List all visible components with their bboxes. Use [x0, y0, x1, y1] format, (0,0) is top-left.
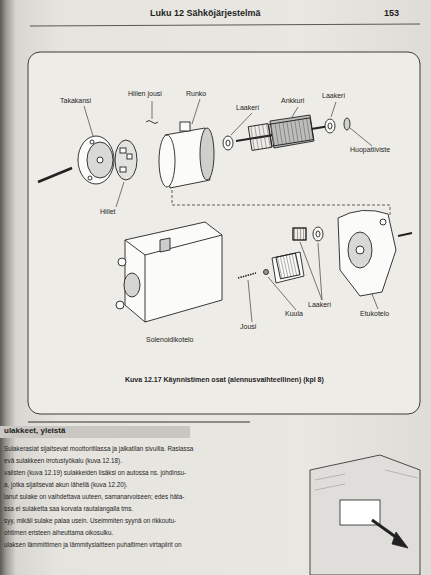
- body-text: valisten (kuva 12.19) sulakkeiden lisäks…: [4, 470, 186, 477]
- fuse-puller-illustration: [310, 455, 420, 575]
- part-label: Laakeri: [236, 104, 259, 112]
- page-header: Luku 12 Sähköjärjestelmä: [150, 9, 261, 19]
- part-label: Hiilen jousi: [128, 90, 162, 98]
- part-label: Laakeri: [308, 301, 331, 309]
- figure-caption: Kuva 12.17 Käynnistimen osat (alennusvai…: [125, 376, 324, 384]
- part-label: Jousi: [240, 323, 256, 331]
- part-label: Huopatiiviste: [350, 146, 390, 154]
- part-label: Ankkuri: [281, 97, 304, 105]
- leader-lines: [84, 99, 378, 322]
- part-label: Kuula: [285, 310, 303, 318]
- body-text: syy, mikäli sulake palaa usein. Useimmit…: [4, 518, 176, 525]
- starter-parts: [38, 115, 412, 322]
- body-text: evä sulakkeen irrotustyökalu (kuva 12.18…: [4, 458, 122, 465]
- body-text: ohtimen eristeen aiheuttama oikosulku.: [4, 530, 113, 537]
- part-label: Solenoidikotelo: [146, 336, 193, 344]
- body-text: ssa ei sulaketta saa korvata rautalangal…: [4, 506, 133, 513]
- part-label: Laakeri: [322, 92, 345, 100]
- part-label: Takakansi: [60, 97, 91, 105]
- page-header: 153: [384, 9, 399, 19]
- body-text: ulaksen lämmittimen ja lämmityslaitteen …: [4, 542, 181, 549]
- page-frame: [0, 24, 420, 438]
- part-label: Runko: [186, 90, 206, 98]
- part-label: Etukotelo: [360, 310, 389, 318]
- part-label: Hiilet: [100, 208, 116, 216]
- section-heading: ulakkeet, yleistä: [4, 427, 65, 436]
- body-text: lanut sulake on vaihdettava uuteen, sama…: [4, 494, 184, 501]
- body-text: a, jotka sijaitsevat akun lähellä (kuva …: [4, 482, 128, 489]
- body-text: Sulakerasiat sijaitsevat moottoritilassa…: [4, 446, 193, 453]
